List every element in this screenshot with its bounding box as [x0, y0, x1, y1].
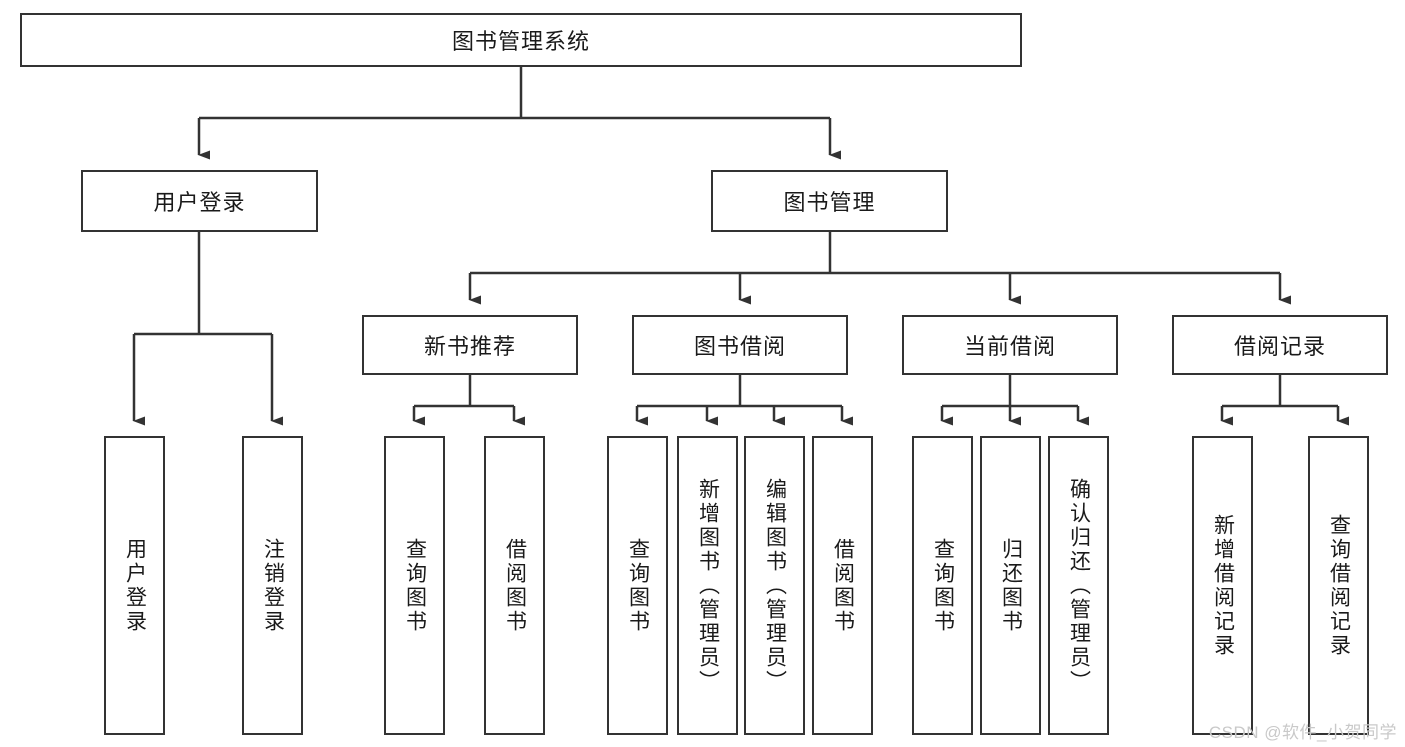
- leaf-query-book-1[interactable]: 查询图书: [384, 436, 445, 735]
- leaf-query-book-2[interactable]: 查询图书: [607, 436, 668, 735]
- node-book-management-system[interactable]: 图书管理系统: [20, 13, 1022, 67]
- leaf-borrow-book-2[interactable]: 借阅图书: [812, 436, 873, 735]
- leaf-add-record[interactable]: 新增借阅记录: [1192, 436, 1253, 735]
- leaf-borrow-book-1[interactable]: 借阅图书: [484, 436, 545, 735]
- node-book-borrow[interactable]: 图书借阅: [632, 315, 848, 375]
- leaf-query-record[interactable]: 查询借阅记录: [1308, 436, 1369, 735]
- leaf-logout-login[interactable]: 注销登录: [242, 436, 303, 735]
- leaf-query-book-3[interactable]: 查询图书: [912, 436, 973, 735]
- leaf-add-book[interactable]: 新增图书（管理员）: [677, 436, 738, 735]
- leaf-edit-book[interactable]: 编辑图书（管理员）: [744, 436, 805, 735]
- leaf-user-login[interactable]: 用户登录: [104, 436, 165, 735]
- node-book-manage[interactable]: 图书管理: [711, 170, 948, 232]
- node-current-borrow[interactable]: 当前借阅: [902, 315, 1118, 375]
- node-new-book-recommend[interactable]: 新书推荐: [362, 315, 578, 375]
- node-user-login[interactable]: 用户登录: [81, 170, 318, 232]
- node-borrow-record[interactable]: 借阅记录: [1172, 315, 1388, 375]
- leaf-return-book[interactable]: 归还图书: [980, 436, 1041, 735]
- leaf-confirm-return[interactable]: 确认归还（管理员）: [1048, 436, 1109, 735]
